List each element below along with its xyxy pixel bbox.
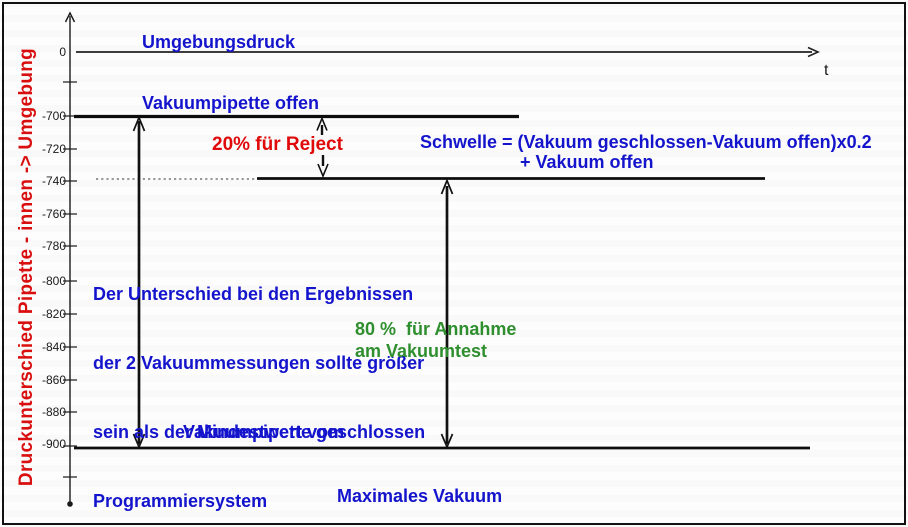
tick-760: -760 (41, 207, 66, 221)
accept-arrow-up-icon (440, 178, 454, 195)
tick-860: -860 (41, 373, 66, 387)
tick-740: -740 (41, 174, 66, 188)
reject-label: 20% für Reject (212, 134, 343, 155)
reject-arrow-down-icon (317, 163, 329, 179)
difference-arrow-down-icon (132, 433, 146, 450)
time-axis-arrowhead-icon (807, 46, 820, 58)
tick-720: -720 (41, 142, 66, 156)
accept-label-line1: 80 % für Annahme (355, 319, 517, 339)
ambient-pressure-label: Umgebungsdruck (142, 32, 296, 52)
tick-0: 0 (59, 45, 66, 59)
y-axis-title: Druckunterschied Pipette - innen -> Umge… (16, 47, 37, 487)
y-axis-arrowhead-icon (64, 11, 76, 23)
difference-note: Der Unterschied bei den Ergebnissen der … (93, 237, 424, 527)
accept-arrow-down-icon (440, 433, 454, 450)
accept-label-line2: am Vakuumtest (355, 341, 488, 361)
tick-840: -840 (41, 340, 66, 354)
tick-900: -900 (41, 437, 66, 451)
tick-880: -880 (41, 405, 66, 419)
tick-780: -780 (41, 239, 66, 253)
difference-note-line3: sein als der Mindestwert vom (93, 422, 345, 442)
x-axis-title: t (824, 62, 829, 79)
tick-700: -700 (41, 109, 66, 123)
vacuum-closed-label: Vakuumpipette geschlossen (183, 422, 426, 442)
difference-note-line2: der 2 Vakuummessungen sollte größer (93, 353, 425, 373)
difference-note-line1: Der Unterschied bei den Ergebnissen (93, 284, 414, 304)
reject-arrow-up-icon (316, 116, 328, 131)
tick-800: -800 (41, 274, 66, 288)
threshold-formula-line2: + Vakuum offen (520, 152, 654, 172)
difference-arrow-up-icon (132, 115, 146, 132)
tick-820: -820 (41, 307, 66, 321)
threshold-formula-line1: Schwelle = (Vakuum geschlossen-Vakuum of… (420, 132, 872, 152)
axis-end-dot (67, 501, 73, 507)
max-vacuum-label: Maximales Vakuum (337, 486, 503, 506)
vacuum-open-label: Vakuumpipette offen (142, 93, 320, 113)
difference-note-line4: Programmiersystem (93, 491, 268, 511)
